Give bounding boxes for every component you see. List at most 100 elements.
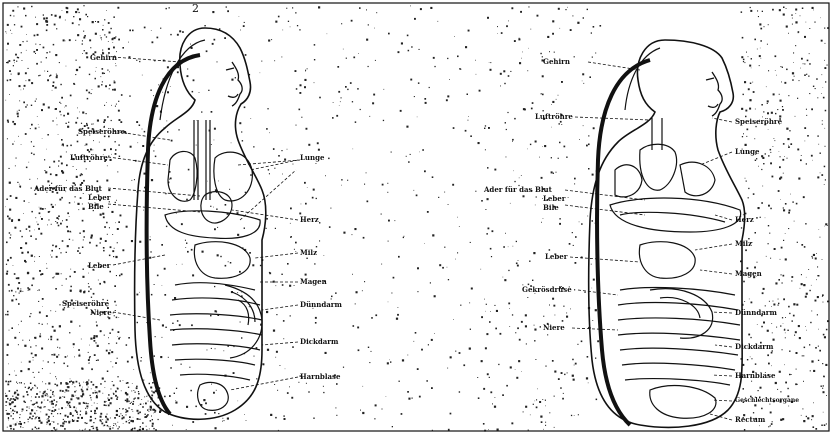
noise-dot	[822, 363, 823, 364]
noise-dot	[77, 397, 79, 399]
left-label-niere: Niere	[90, 309, 112, 317]
noise-dot	[811, 360, 813, 362]
noise-dot	[53, 427, 55, 429]
noise-dot	[12, 410, 14, 412]
noise-dot	[784, 156, 785, 157]
noise-dot	[15, 54, 17, 56]
noise-dot	[574, 365, 575, 366]
noise-dot	[24, 383, 25, 384]
noise-dot	[43, 18, 45, 20]
noise-dot	[826, 329, 828, 331]
noise-dot	[489, 321, 491, 323]
noise-dot	[399, 381, 400, 382]
noise-dot	[114, 423, 115, 424]
noise-dot	[59, 16, 61, 18]
noise-dot	[120, 121, 122, 123]
noise-dot	[202, 251, 204, 253]
noise-dot	[126, 393, 128, 395]
noise-dot	[154, 284, 155, 285]
noise-dot	[58, 354, 59, 355]
noise-dot	[25, 72, 27, 74]
noise-dot	[280, 365, 281, 366]
noise-dot	[510, 203, 511, 204]
noise-dot	[401, 42, 403, 44]
scan-noise	[5, 5, 829, 432]
noise-dot	[785, 203, 787, 205]
noise-dot	[152, 423, 154, 425]
noise-dot	[123, 408, 124, 409]
noise-dot	[767, 112, 769, 114]
noise-dot	[32, 416, 34, 418]
noise-dot	[275, 417, 277, 419]
right-label-gehirn: Gehirn	[543, 58, 570, 66]
noise-dot	[304, 182, 306, 184]
noise-dot	[75, 74, 76, 75]
noise-dot	[192, 421, 194, 423]
noise-dot	[77, 141, 79, 143]
noise-dot	[190, 44, 191, 45]
noise-dot	[515, 332, 516, 333]
noise-dot	[575, 363, 577, 365]
noise-dot	[742, 136, 743, 137]
noise-dot	[53, 421, 54, 422]
noise-dot	[500, 86, 501, 87]
noise-dot	[62, 396, 63, 397]
noise-dot	[94, 412, 96, 414]
noise-dot	[102, 68, 104, 70]
noise-dot	[577, 344, 578, 345]
noise-dot	[171, 140, 173, 142]
noise-dot	[41, 402, 42, 403]
noise-dot	[512, 314, 513, 315]
noise-dot	[783, 173, 784, 174]
noise-dot	[434, 295, 436, 297]
noise-dot	[292, 7, 293, 8]
noise-dot	[824, 67, 826, 69]
noise-dot	[811, 311, 812, 312]
noise-dot	[523, 411, 524, 412]
noise-dot	[506, 385, 508, 387]
noise-dot	[792, 72, 794, 74]
noise-dot	[74, 357, 75, 358]
noise-dot	[282, 174, 283, 175]
noise-dot	[786, 8, 787, 9]
noise-dot	[73, 343, 75, 345]
noise-dot	[764, 26, 765, 27]
noise-dot	[37, 290, 38, 291]
noise-dot	[281, 57, 282, 58]
noise-dot	[35, 44, 36, 45]
noise-dot	[768, 24, 769, 25]
noise-dot	[798, 325, 800, 327]
noise-dot	[49, 75, 50, 76]
noise-dot	[816, 279, 817, 280]
noise-dot	[444, 192, 445, 193]
noise-dot	[375, 60, 376, 61]
noise-dot	[574, 178, 576, 180]
noise-dot	[306, 383, 307, 384]
noise-dot	[787, 138, 789, 140]
noise-dot	[745, 110, 747, 112]
noise-dot	[788, 212, 790, 214]
noise-dot	[407, 355, 408, 356]
noise-dot	[179, 324, 181, 326]
noise-dot	[537, 389, 538, 390]
noise-dot	[86, 113, 87, 114]
noise-dot	[36, 63, 38, 65]
noise-dot	[824, 184, 825, 185]
noise-dot	[753, 412, 754, 413]
noise-dot	[432, 430, 433, 431]
noise-dot	[808, 269, 809, 270]
noise-dot	[511, 7, 513, 9]
noise-dot	[98, 390, 100, 392]
noise-dot	[20, 423, 22, 425]
noise-dot	[14, 141, 15, 142]
noise-dot	[299, 29, 300, 30]
noise-dot	[76, 60, 77, 61]
noise-dot	[83, 37, 85, 39]
noise-dot	[97, 21, 99, 23]
noise-dot	[108, 41, 109, 42]
noise-dot	[17, 394, 19, 396]
noise-dot	[552, 298, 554, 300]
noise-dot	[101, 39, 102, 40]
noise-dot	[53, 394, 54, 395]
